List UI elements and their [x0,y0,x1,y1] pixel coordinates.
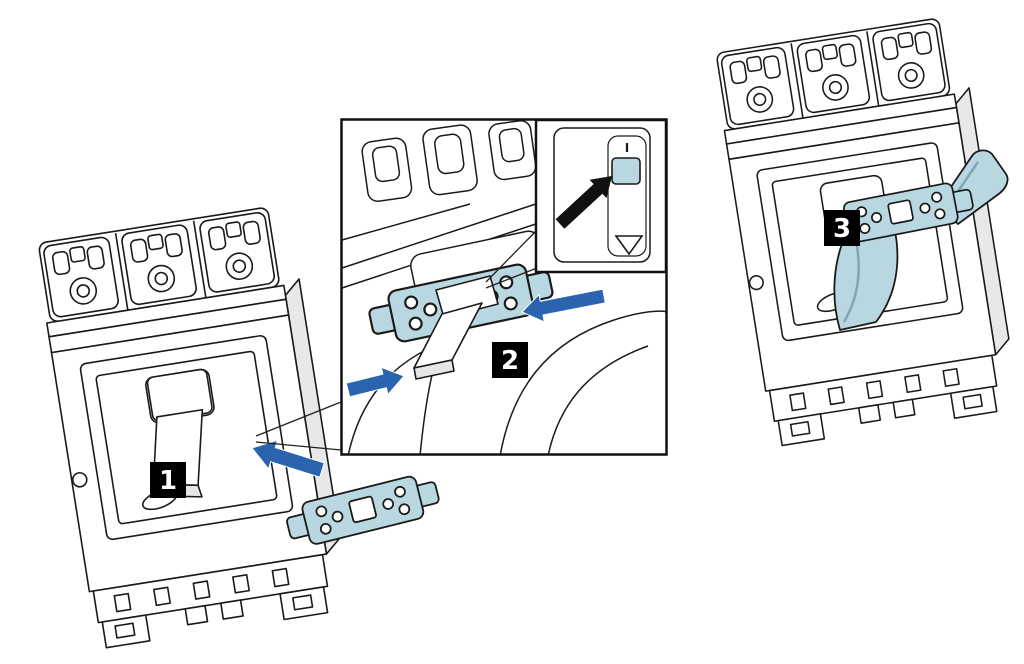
breaker-left [34,204,351,649]
detail-callout-lines [485,229,538,289]
step-badge-1: 1 [150,462,186,498]
step-badge-3: 3 [824,210,860,246]
toggle-handle-closeup [413,275,499,380]
step-badge-2-label: 2 [501,346,519,376]
step-badge-2: 2 [492,342,528,378]
handle-tip [611,157,641,185]
push-direction-arrow-icon [555,176,612,229]
installed-handle-assembly [825,149,1009,331]
off-triangle-icon [614,235,644,256]
on-marking: I [625,141,629,155]
insertion-arrow-icon [251,439,325,478]
handle-position-detail: I [534,118,668,274]
slide-arrow-right-icon [521,288,606,323]
handle-blade-lower [833,225,899,331]
slide-arrow-left-icon [345,366,405,398]
inset-frame [340,118,668,456]
callout-lines [255,401,342,451]
terminal-tabs [361,119,537,202]
step-badge-3-label: 3 [833,214,851,244]
step-badge-1-label: 1 [159,466,177,496]
